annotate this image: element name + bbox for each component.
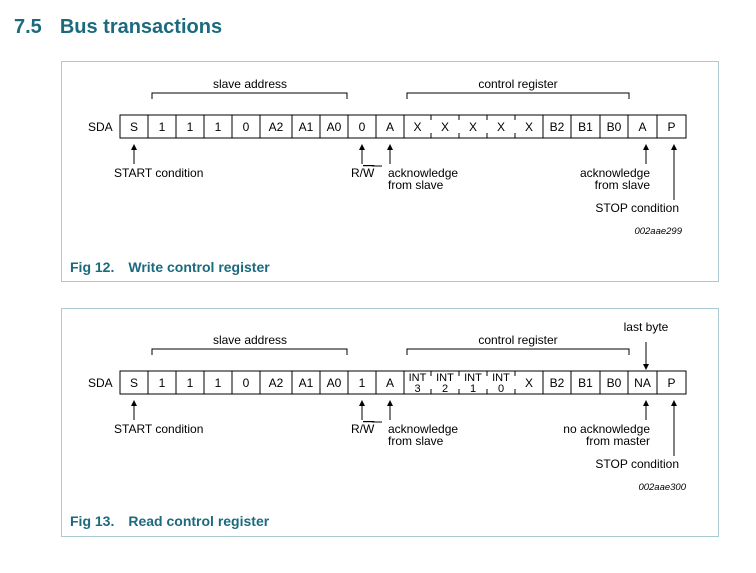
- bit-label: X: [469, 120, 477, 134]
- bit-label: A1: [299, 120, 314, 134]
- bit-label: B1: [578, 376, 593, 390]
- slave-address-brace: [151, 92, 348, 99]
- bit-label: B2: [550, 120, 565, 134]
- bit-label: 0: [243, 120, 250, 134]
- bit-label: 1: [187, 120, 194, 134]
- sda-label: SDA: [88, 376, 113, 390]
- figure-number: Fig 13.: [70, 513, 115, 529]
- bit-label: A1: [299, 376, 314, 390]
- start-condition-label: START condition: [114, 166, 203, 180]
- bit-label: B1: [578, 120, 593, 134]
- start-condition-label: START condition: [114, 422, 203, 436]
- figure-number: Fig 12.: [70, 259, 115, 275]
- bit-label-int-index: 1: [470, 383, 476, 395]
- rw-arrow-head: [359, 400, 365, 406]
- bit-label: B2: [550, 376, 565, 390]
- control-register-brace: [406, 348, 630, 355]
- figure-caption: Fig 13. Read control register: [70, 513, 269, 529]
- section-number: 7.5: [14, 16, 42, 38]
- bit-frame: [119, 370, 687, 395]
- bit-label: NA: [634, 376, 651, 390]
- slave-address-brace: [151, 348, 348, 355]
- bit-label: 1: [215, 120, 222, 134]
- ack-slave-label-2: from slave: [388, 178, 444, 192]
- bit-label-int: INT: [409, 372, 427, 384]
- bit-label: P: [667, 120, 675, 134]
- bit-label: X: [441, 120, 449, 134]
- bit-label: P: [667, 376, 675, 390]
- rw-label: R/W: [351, 422, 375, 436]
- bit-label-int-index: 3: [414, 383, 420, 395]
- bit-label-int-index: 2: [442, 383, 448, 395]
- last-byte-label: last byte: [624, 320, 669, 334]
- rw-arrow-head: [359, 144, 365, 150]
- ack-end-label-1: acknowledge: [580, 166, 650, 180]
- stop-arrow-head: [671, 400, 677, 406]
- figure-title: Read control register: [128, 513, 270, 529]
- stop-arrow-head: [671, 144, 677, 150]
- bit-label: 1: [187, 376, 194, 390]
- rw-label: R/W: [351, 166, 375, 180]
- bit-label: A: [386, 376, 394, 390]
- ack-end-label-1: no acknowledge: [563, 422, 650, 436]
- bit-label: A2: [269, 120, 284, 134]
- bit-label: X: [413, 120, 421, 134]
- bit-label: 1: [159, 120, 166, 134]
- ack-slave-arrow-head: [387, 144, 393, 150]
- bit-label-int: INT: [492, 372, 510, 384]
- bit-label: 0: [243, 376, 250, 390]
- bit-label: 1: [159, 376, 166, 390]
- slave-address-label: slave address: [213, 77, 287, 91]
- bit-label: X: [525, 120, 533, 134]
- ack-end-arrow-head: [643, 400, 649, 406]
- ack-slave-label-1: acknowledge: [388, 422, 458, 436]
- slave-address-label: slave address: [213, 333, 287, 347]
- section-heading: 7.5 Bus transactions: [14, 16, 222, 39]
- bit-label: X: [525, 376, 533, 390]
- bit-label: A0: [327, 376, 342, 390]
- stop-condition-label: STOP condition: [595, 201, 679, 215]
- figure-code: 002aae299: [634, 226, 682, 237]
- bit-label: A2: [269, 376, 284, 390]
- bit-frame: [119, 114, 687, 139]
- bit-label: 1: [215, 376, 222, 390]
- bit-label: 0: [359, 120, 366, 134]
- bit-label: S: [130, 120, 138, 134]
- sda-label: SDA: [88, 120, 113, 134]
- bit-label: A: [638, 120, 646, 134]
- figure-title: Write control register: [128, 259, 270, 275]
- control-register-label: control register: [478, 77, 557, 91]
- start-arrow-head: [131, 144, 137, 150]
- bit-label: S: [130, 376, 138, 390]
- bit-label: 1: [359, 376, 366, 390]
- bit-label: B0: [607, 120, 622, 134]
- stop-condition-label: STOP condition: [595, 457, 679, 471]
- control-register-label: control register: [478, 333, 557, 347]
- ack-end-label-2: from master: [586, 434, 650, 448]
- ack-end-arrow-head: [643, 144, 649, 150]
- bit-label: B0: [607, 376, 622, 390]
- start-arrow-head: [131, 400, 137, 406]
- last-byte-arrow-head: [643, 364, 649, 370]
- ack-end-label-2: from slave: [595, 178, 651, 192]
- ack-slave-arrow-head: [387, 400, 393, 406]
- bit-label-int-index: 0: [498, 383, 504, 395]
- ack-slave-label-2: from slave: [388, 434, 444, 448]
- bit-label-int: INT: [436, 372, 454, 384]
- section-title: Bus transactions: [59, 16, 223, 38]
- control-register-brace: [406, 92, 630, 99]
- bit-label: A: [386, 120, 394, 134]
- ack-slave-label-1: acknowledge: [388, 166, 458, 180]
- figure-caption: Fig 12. Write control register: [70, 259, 270, 275]
- bit-label-int: INT: [464, 372, 482, 384]
- figure-code: 002aae300: [638, 482, 686, 493]
- bit-label: X: [497, 120, 505, 134]
- bit-label: A0: [327, 120, 342, 134]
